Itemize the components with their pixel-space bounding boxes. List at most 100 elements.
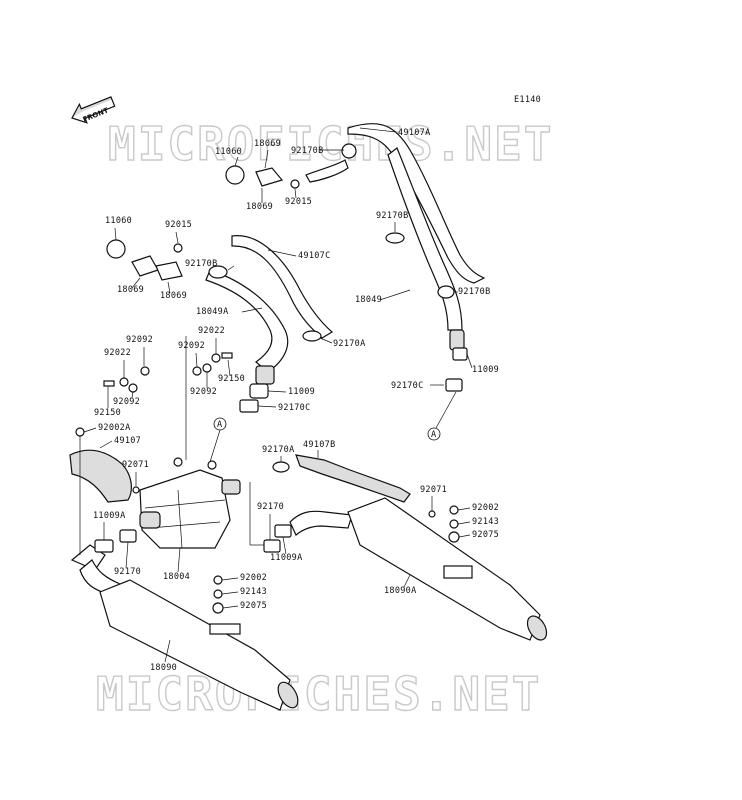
- part-label-p18069c: 18069: [117, 285, 144, 295]
- part-label-p92143a: 92143: [472, 517, 499, 527]
- part-label-p18069d: 18069: [160, 291, 187, 301]
- part-label-p18004: 18004: [163, 572, 190, 582]
- flange-18069-c: [131, 255, 159, 277]
- part-label-p92170Bb: 92170B: [376, 211, 409, 221]
- clamp-92170C-a: [445, 378, 463, 392]
- part-label-p92170a: 92170: [257, 502, 284, 512]
- nut-92092-a: [140, 366, 150, 376]
- part-label-p49107B: 49107B: [303, 440, 336, 450]
- clamp-92170B-d: [208, 265, 228, 279]
- part-label-p92170Cb: 92170C: [278, 403, 311, 413]
- washer-92143-b: [213, 589, 223, 599]
- pipe-inlet-a: [305, 159, 349, 183]
- gasket-11009-b: [249, 383, 269, 399]
- washer-92022-b: [211, 353, 221, 363]
- part-label-p92075b: 92075: [240, 601, 267, 611]
- heat-shield-49107B: [295, 454, 411, 503]
- bolt-92002-a: [449, 505, 459, 515]
- bolt-92002A: [75, 427, 85, 437]
- part-label-p11009Aa: 11009A: [93, 511, 126, 521]
- part-label-p92071a: 92071: [122, 460, 149, 470]
- nut-92075-b: [212, 602, 224, 614]
- part-label-p11060b: 11060: [105, 216, 132, 226]
- nut-92092-c: [192, 366, 202, 376]
- clamp-92170-a: [263, 539, 281, 553]
- flange-18069-a: [255, 167, 284, 187]
- nut-92092-d: [202, 363, 212, 373]
- clamp-92170B-c: [437, 285, 455, 299]
- part-label-p11009b: 11009: [288, 387, 315, 397]
- part-label-p18090A: 18090A: [384, 586, 417, 596]
- part-label-p18049A: 18049A: [196, 307, 229, 317]
- part-label-p92092b: 92092: [178, 341, 205, 351]
- gasket-11009A-a: [94, 539, 114, 553]
- heat-shield-49107: [69, 449, 132, 503]
- bolt-92150-a: [103, 380, 115, 387]
- part-label-p92170Ba: 92170B: [291, 146, 324, 156]
- part-label-p92015b: 92015: [165, 220, 192, 230]
- muffler-18090: [70, 544, 299, 711]
- part-label-p92075a: 92075: [472, 530, 499, 540]
- gasket-11060-b: [106, 239, 126, 259]
- muffler-18090A: [289, 497, 548, 641]
- part-label-p92150a: 92150: [218, 374, 245, 384]
- part-label-p92170Aa: 92170A: [262, 445, 295, 455]
- svg-text:A: A: [431, 430, 436, 440]
- watermark-bottom: MICROFICHES.NET: [96, 667, 541, 721]
- washer-92143-a: [449, 519, 459, 529]
- bolt-92071-a: [132, 486, 140, 494]
- part-label-p49107A: 49107A: [398, 128, 431, 138]
- nut-92015-b: [173, 243, 183, 253]
- part-label-p49107C: 49107C: [298, 251, 331, 261]
- exhaust-chamber-18004: [139, 457, 241, 549]
- part-label-p11009Ab: 11009A: [270, 553, 303, 563]
- part-label-p92002a: 92002: [472, 503, 499, 513]
- diagram-code: E1140: [514, 95, 541, 105]
- part-label-p11060a: 11060: [215, 147, 242, 157]
- flange-18069-d: [155, 261, 183, 281]
- washer-92022-a: [119, 377, 129, 387]
- part-label-p18069b: 18069: [246, 202, 273, 212]
- clamp-92170-b: [119, 529, 137, 543]
- bolt-92002-b: [213, 575, 223, 585]
- part-label-p92002b: 92002: [240, 573, 267, 583]
- exhaust-pipe-18049: [347, 123, 486, 351]
- svg-text:A: A: [217, 420, 222, 430]
- nut-92015-a: [290, 179, 300, 189]
- part-label-p92002Aa: 92002A: [98, 423, 131, 433]
- bolt-92150-b: [221, 352, 233, 359]
- part-label-p92170A: 92170A: [333, 339, 366, 349]
- clamp-92170B-b: [385, 232, 405, 244]
- part-label-p92071b: 92071: [420, 485, 447, 495]
- nut-92075-a: [448, 531, 460, 543]
- clamp-92170B-a: [341, 143, 357, 159]
- part-label-p92170Ca: 92170C: [391, 381, 424, 391]
- part-label-p49107: 49107: [114, 436, 141, 446]
- part-label-p18090: 18090: [150, 663, 177, 673]
- part-label-p92092c: 92092: [113, 397, 140, 407]
- ref-marker-a-right: A: [427, 391, 457, 441]
- watermark-top: MICROFICHES.NET: [108, 117, 553, 171]
- part-label-p92022b: 92022: [104, 348, 131, 358]
- clamp-92170A-a: [302, 330, 322, 342]
- part-label-p92170Bd: 92170B: [458, 287, 491, 297]
- bolt-92071-b: [428, 510, 436, 518]
- gasket-11009-a: [452, 347, 468, 361]
- gasket-11060-a: [225, 165, 245, 185]
- part-label-p92092a: 92092: [126, 335, 153, 345]
- clamp-92170C-b: [239, 399, 259, 413]
- front-arrow-icon: [71, 96, 116, 124]
- ref-marker-a-left: A: [209, 417, 227, 463]
- part-label-p18049: 18049: [355, 295, 382, 305]
- leader-lines: [79, 127, 473, 663]
- part-label-p92022a: 92022: [198, 326, 225, 336]
- part-label-p92170Bc: 92170B: [185, 259, 218, 269]
- part-label-p92015a: 92015: [285, 197, 312, 207]
- exhaust-pipe-18049A: [205, 235, 334, 385]
- clamp-92170A-b: [272, 461, 290, 473]
- part-label-p92092d: 92092: [190, 387, 217, 397]
- part-label-p11009a: 11009: [472, 365, 499, 375]
- part-label-p92170b: 92170: [114, 567, 141, 577]
